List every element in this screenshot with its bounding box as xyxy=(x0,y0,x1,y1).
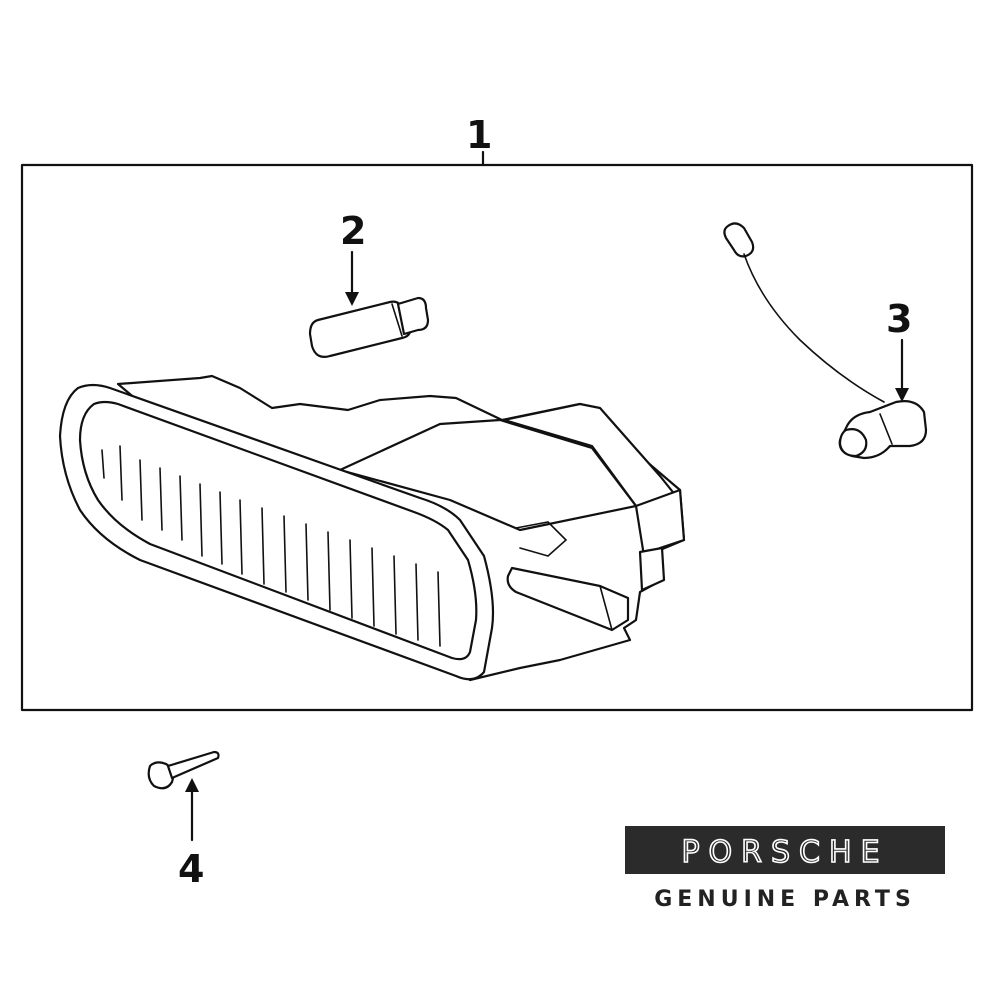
callout-3-arrow xyxy=(895,338,909,402)
callout-2: 2 xyxy=(340,209,366,253)
callout-1: 1 xyxy=(466,113,492,157)
logo-banner xyxy=(625,826,945,874)
porsche-genuine-parts-logo: PORSCHE GENUINE PARTS xyxy=(625,826,945,912)
screw-part xyxy=(147,750,220,790)
callout-2-arrow xyxy=(345,250,359,306)
callout-4: 4 xyxy=(178,847,204,891)
logo-brand-wordmark: PORSCHE xyxy=(681,835,888,870)
bulb-part xyxy=(308,296,430,358)
socket-part xyxy=(723,222,928,460)
lens-ribs xyxy=(101,445,441,647)
assembly-outline-box xyxy=(20,163,974,712)
callout-3: 3 xyxy=(886,297,912,341)
fog-lamp-housing xyxy=(58,374,686,682)
callout-4-arrow xyxy=(185,778,199,842)
logo-tagline: GENUINE PARTS xyxy=(654,887,916,912)
